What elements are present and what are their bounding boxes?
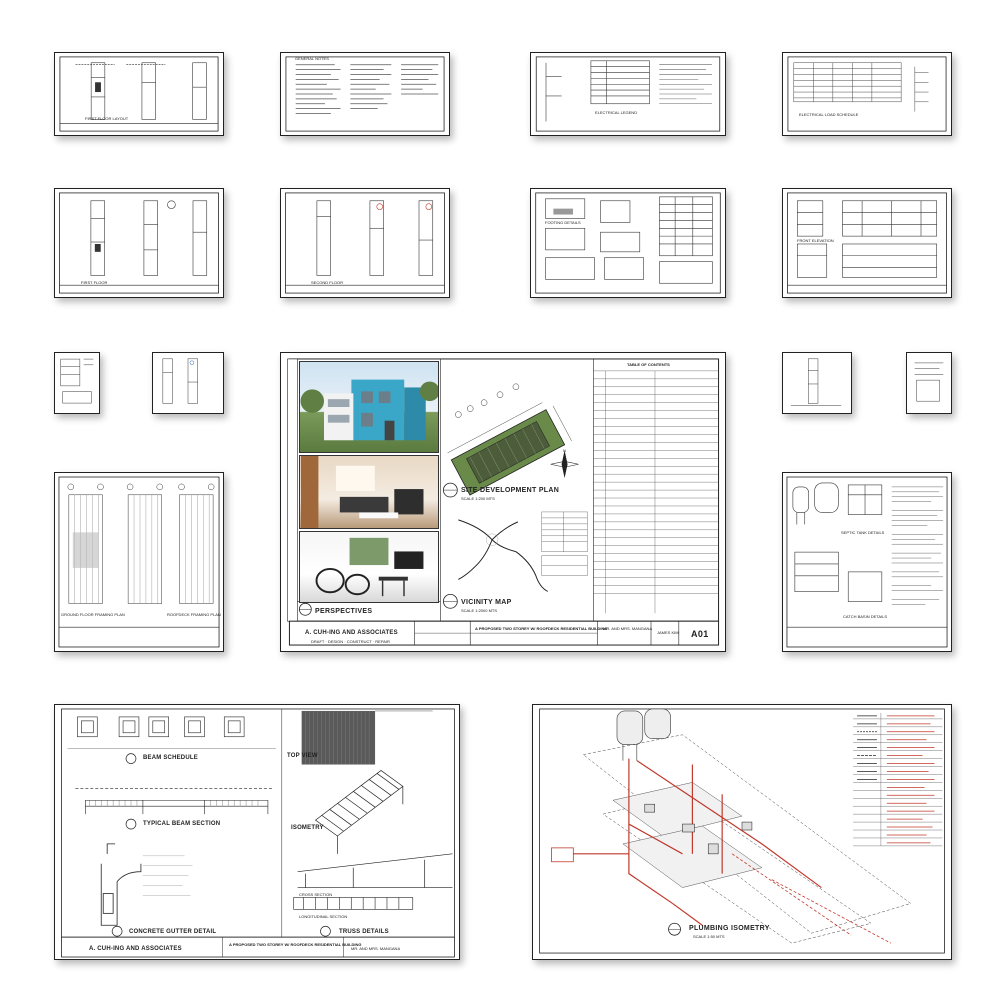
- catch-basin-label: CATCH BASIN DETAILS: [843, 614, 888, 619]
- structural-drawing: [61, 708, 455, 958]
- beam-section-title: TYPICAL BEAM SECTION: [143, 821, 221, 827]
- top-view-title: TOP VIEW: [287, 753, 318, 759]
- thumb-7-drawing: [535, 192, 721, 294]
- sheet-thumb-small-b[interactable]: [152, 352, 224, 414]
- thumb-small-b-drawing: [162, 358, 198, 404]
- thumb-3-label: ELECTRICAL LEGEND: [595, 110, 638, 115]
- thumb-5-drawing: [59, 192, 219, 294]
- toc-title: TABLE OF CONTENTS: [627, 362, 670, 367]
- framing-plan-drawing: [58, 476, 220, 648]
- framing-plan-label-b: ROOFDECK FRAMING PLAN: [167, 612, 221, 617]
- hero-project-title: A PROPOSED TWO STOREY W/ ROOFDECK RESIDE…: [475, 626, 608, 631]
- sheet-thumb-small-d[interactable]: [906, 352, 952, 414]
- sheet-thumb-7[interactable]: FOOTING DETAILS: [530, 188, 726, 298]
- plumbing-drawing: [539, 708, 945, 954]
- thumb-5-label: FIRST FLOOR: [81, 280, 108, 285]
- sheet-thumb-4[interactable]: ELECTRICAL LOAD SCHEDULE: [782, 52, 952, 136]
- structural-owner: MR. AND MRS. MANGANA: [351, 946, 401, 951]
- plumbing-scale: SCALE 1:50 MTS: [693, 934, 725, 939]
- truss-details-title: TRUSS DETAILS: [339, 929, 389, 935]
- thumb-small-c-drawing: [790, 358, 842, 406]
- isometry-title: ISOMETRY: [291, 825, 324, 831]
- sheet-thumb-5[interactable]: FIRST FLOOR: [54, 188, 224, 298]
- sheet-thumb-small-a[interactable]: [54, 352, 100, 414]
- hero-sheet-no: A01: [691, 629, 709, 639]
- thumb-8-label: FRONT ELEVATION: [797, 238, 834, 243]
- structural-project-title: A PROPOSED TWO STOREY W/ ROOFDECK RESIDE…: [229, 942, 362, 947]
- sheet-thumb-3[interactable]: ELECTRICAL LEGEND: [530, 52, 726, 136]
- sheet-a01-hero[interactable]: PERSPECTIVES SITE DEVELOPMENT PLAN SCALE…: [280, 352, 726, 652]
- sheet-framing-plan[interactable]: GROUND FLOOR FRAMING PLAN ROOFDECK FRAMI…: [54, 472, 224, 652]
- plumbing-title: PLUMBING ISOMETRY: [689, 925, 770, 932]
- sheet-thumb-2[interactable]: GENERAL NOTES: [280, 52, 450, 136]
- hero-designer: JAMES KIM: [657, 630, 679, 635]
- perspective-exterior-image: [299, 361, 439, 453]
- septic-drawing: [786, 476, 948, 648]
- sheet-thumb-1[interactable]: FIRST FLOOR LAYOUT: [54, 52, 224, 136]
- sheet-structural-details[interactable]: BEAM SCHEDULE TYPICAL BEAM SECTION CONCR…: [54, 704, 460, 960]
- sheet-thumb-8[interactable]: FRONT ELEVATION: [782, 188, 952, 298]
- septic-label: SEPTIC TANK DETAILS: [841, 530, 885, 535]
- sheet-plumbing-isometry[interactable]: PLUMBING ISOMETRY SCALE 1:50 MTS: [532, 704, 952, 960]
- thumb-6-drawing: [285, 192, 445, 294]
- beam-schedule-title: BEAM SCHEDULE: [143, 755, 198, 761]
- thumb-3-drawing: [535, 56, 721, 132]
- thumb-1-label: FIRST FLOOR LAYOUT: [85, 116, 129, 121]
- longitudinal-title: LONGITUDINAL SECTION: [299, 914, 348, 919]
- thumb-7-label: FOOTING DETAILS: [545, 220, 581, 225]
- thumb-small-d-drawing: [914, 362, 944, 402]
- perspective-dining-image: [299, 531, 439, 603]
- thumb-1-drawing: [59, 56, 219, 132]
- thumb-4-drawing: [787, 56, 947, 132]
- thumb-2-drawing: [285, 56, 445, 132]
- perspective-living-image: [299, 455, 439, 529]
- hero-frame: [287, 358, 720, 646]
- sheet-thumb-6[interactable]: SECOND FLOOR: [280, 188, 450, 298]
- site-plan-title: SITE DEVELOPMENT PLAN: [461, 487, 560, 494]
- thumb-8-drawing: [787, 192, 947, 294]
- hero-firm-sub: DRAFT · DESIGN · CONSTRUCT · REPAIR: [311, 639, 390, 644]
- vicinity-title: VICINITY MAP: [461, 599, 512, 606]
- thumb-2-label: GENERAL NOTES: [295, 56, 329, 61]
- framing-plan-label: GROUND FLOOR FRAMING PLAN: [61, 612, 125, 617]
- hero-firm-name: A. CUH-ING AND ASSOCIATES: [305, 630, 398, 636]
- sheet-septic-details[interactable]: SEPTIC TANK DETAILS CATCH BASIN DETAILS: [782, 472, 952, 652]
- north-label: N: [563, 448, 566, 453]
- sheet-thumb-small-c[interactable]: [782, 352, 852, 414]
- structural-firm-name: A. CUH-ING AND ASSOCIATES: [89, 946, 182, 952]
- thumb-6-label: SECOND FLOOR: [311, 280, 344, 285]
- hero-owner: MR. AND MRS. MANGANA: [603, 626, 653, 631]
- thumb-4-label: ELECTRICAL LOAD SCHEDULE: [799, 112, 859, 117]
- site-plan-scale: SCALE 1:200 MTS: [461, 496, 495, 501]
- thumb-small-a-drawing: [60, 358, 94, 404]
- gutter-detail-title: CONCRETE GUTTER DETAIL: [129, 929, 217, 935]
- perspectives-title: PERSPECTIVES: [315, 608, 373, 615]
- cross-section-title: CROSS SECTION: [299, 892, 333, 897]
- north-arrow-icon: [550, 450, 579, 479]
- vicinity-scale: SCALE 1:2000 MTS: [461, 608, 498, 613]
